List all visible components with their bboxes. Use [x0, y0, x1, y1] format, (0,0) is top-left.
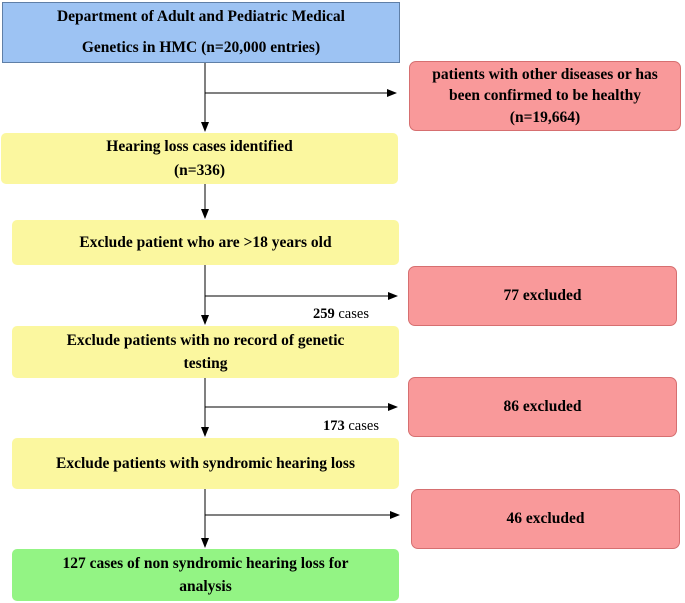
- excluded-genetic-label: 86 excluded: [503, 398, 582, 416]
- excluded-healthy-line2: been confirmed to be healthy: [448, 87, 641, 105]
- excluded-healthy-line1: patients with other diseases or has: [432, 65, 658, 83]
- exclude-age-label: Exclude patient who are >18 years old: [79, 233, 332, 251]
- exclude-age-box: Exclude patient who are >18 years old: [12, 220, 399, 265]
- count-after-genetic-unit: cases: [348, 418, 379, 434]
- identified-line1: Hearing loss cases identified: [106, 138, 293, 156]
- excluded-healthy-line3: (n=19,664): [509, 108, 581, 126]
- count-after-age: 259 cases: [313, 306, 369, 323]
- start-box-line2: Genetics in HMC (n=20,000 entries): [81, 38, 321, 56]
- exclude-syndromic-label: Exclude patients with syndromic hearing …: [56, 454, 355, 472]
- exclude-genetic-box: Exclude patients with no record of genet…: [12, 326, 399, 378]
- excluded-healthy-box: patients with other diseases or has been…: [409, 61, 681, 131]
- excluded-age-label: 77 excluded: [503, 287, 582, 305]
- final-line2: analysis: [179, 578, 232, 595]
- identified-line2: (n=336): [173, 161, 226, 179]
- exclude-syndromic-box: Exclude patients with syndromic hearing …: [12, 438, 399, 489]
- final-box: 127 cases of non syndromic hearing loss …: [12, 549, 399, 601]
- identified-box: Hearing loss cases identified (n=336): [1, 133, 398, 184]
- count-after-genetic: 173 cases: [323, 418, 379, 435]
- count-after-age-unit: cases: [338, 306, 369, 322]
- excluded-syndromic-label: 46 excluded: [506, 510, 585, 528]
- excluded-genetic-box: 86 excluded: [408, 377, 677, 437]
- start-box-line1: Department of Adult and Pediatric Medica…: [56, 8, 345, 26]
- excluded-syndromic-box: 46 excluded: [411, 489, 680, 549]
- exclude-genetic-line2: testing: [183, 355, 228, 372]
- count-after-age-value: 259: [313, 306, 335, 322]
- excluded-age-box: 77 excluded: [408, 266, 677, 326]
- start-box: Department of Adult and Pediatric Medica…: [2, 2, 400, 63]
- count-after-genetic-value: 173: [323, 418, 345, 434]
- exclude-genetic-line1: Exclude patients with no record of genet…: [66, 331, 345, 349]
- final-line1: 127 cases of non syndromic hearing loss …: [62, 554, 349, 572]
